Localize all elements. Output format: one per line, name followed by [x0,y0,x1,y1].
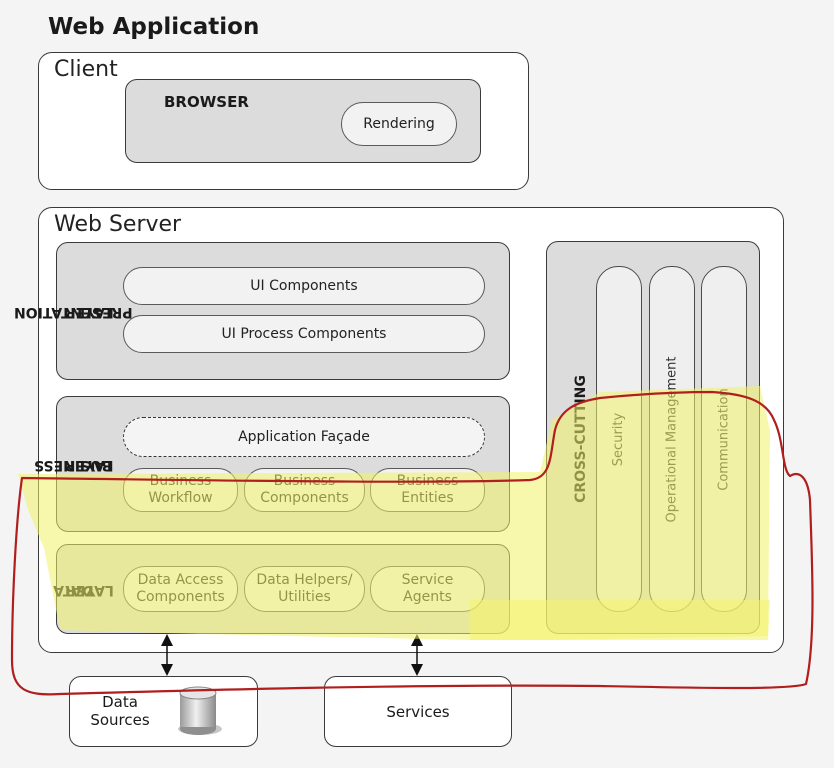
application-facade: Application Façade [123,417,485,457]
rendering-component: Rendering [341,102,457,146]
data-sources-label: Data Sources [90,693,150,729]
communication-component: Communication [701,266,747,612]
client-container: Client BROWSER Rendering [38,52,529,190]
data-helpers-utilities: Data Helpers/Utilities [244,566,365,612]
browser-label: BROWSER [164,93,249,111]
services-label: Services [386,702,450,721]
operational-management-component: Operational Management [649,266,695,612]
security-component: Security [596,266,642,612]
diagram-title: Web Application [48,14,260,40]
data-sources-box: Data Sources [69,676,258,747]
web-server-label: Web Server [54,212,182,237]
browser-box: BROWSER Rendering [125,79,481,163]
ui-process-components: UI Process Components [123,315,485,353]
ui-components: UI Components [123,267,485,305]
database-icon [178,686,222,735]
client-label: Client [54,57,118,82]
services-box: Services [324,676,512,747]
